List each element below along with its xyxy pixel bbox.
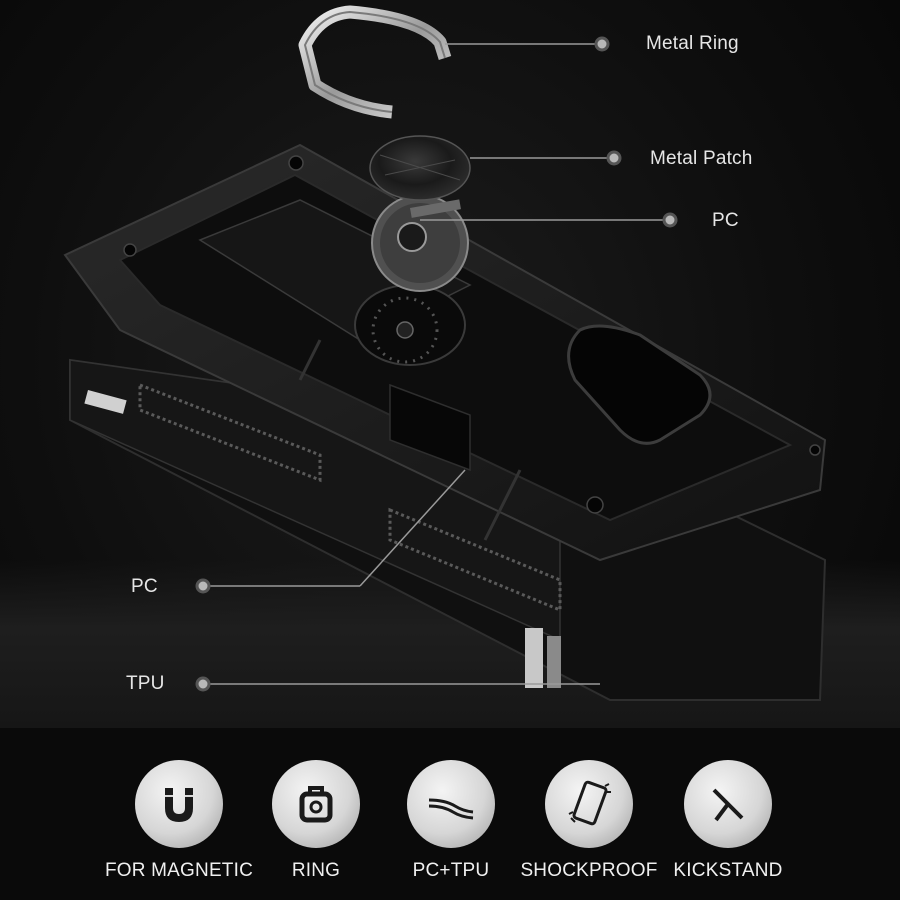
metal-patch [369, 135, 471, 201]
callout-pc-shell: PC [131, 576, 158, 597]
callout-dots [195, 36, 678, 692]
callout-metal-ring: Metal Ring [646, 33, 739, 54]
feature-label-pc-tpu: PC+TPU [412, 860, 490, 881]
feature-ring: RING [241, 760, 391, 882]
phone-shockproof-icon [545, 760, 633, 848]
feature-label-kickstand: KICKSTAND [673, 860, 783, 881]
magnet-icon [135, 760, 223, 848]
feature-kickstand: KICKSTAND [653, 760, 803, 882]
kickstand-icon [684, 760, 772, 848]
exploded-case-drawing [63, 5, 827, 701]
metal-ring [298, 5, 452, 119]
feature-label-magnetic: FOR MAGNETIC [104, 860, 254, 881]
feature-magnetic: FOR MAGNETIC [104, 760, 254, 882]
pc-shell [63, 143, 827, 562]
feature-shockproof: SHOCKPROOF [514, 760, 664, 882]
callout-metal-patch: Metal Patch [650, 148, 753, 169]
ring-icon [272, 760, 360, 848]
callout-pc-plate: PC [712, 210, 739, 231]
feature-pc-tpu: PC+TPU [376, 760, 526, 882]
layers-icon [407, 760, 495, 848]
feature-label-shockproof: SHOCKPROOF [520, 860, 658, 881]
feature-label-ring: RING [291, 860, 341, 881]
callout-lines [205, 43, 668, 685]
pc-plate [371, 194, 469, 292]
callout-tpu: TPU [126, 673, 165, 694]
